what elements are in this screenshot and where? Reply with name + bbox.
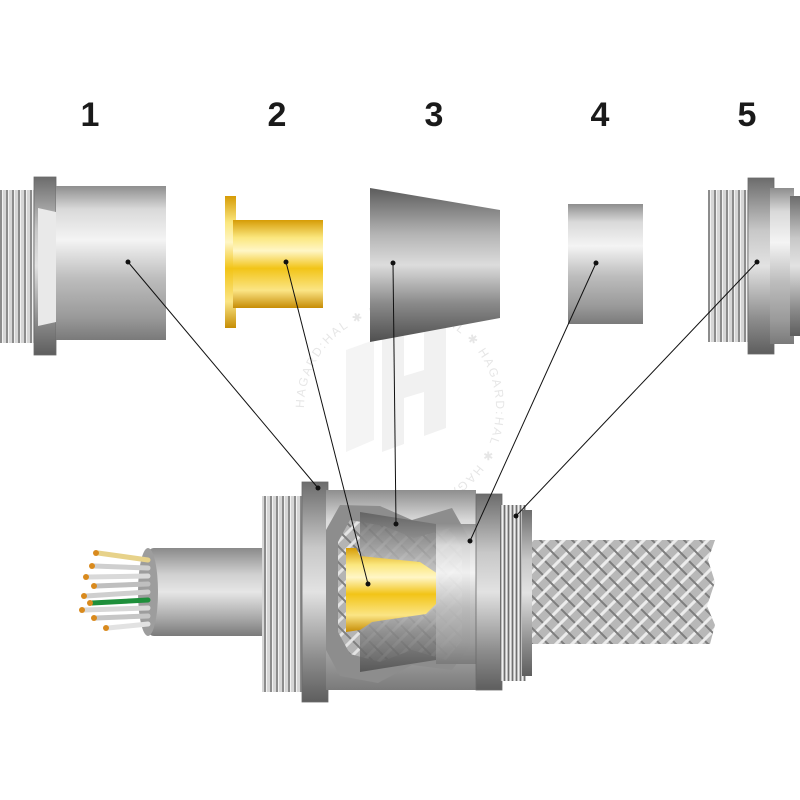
part-number-5: 5: [737, 96, 757, 134]
assembled-entry-thread: [262, 481, 329, 703]
assembled-sleeve: [436, 524, 476, 664]
leader-line-5: [515, 261, 758, 517]
part-number-4: 4: [590, 96, 610, 134]
leader-line-4: [469, 262, 597, 542]
part-3-tapered-seal: [370, 188, 500, 342]
leader-line-1: [127, 261, 319, 489]
leader-line-2: [285, 261, 369, 585]
part-number-3: 3: [424, 96, 444, 134]
leader-lines: [127, 261, 758, 585]
part-number-2: 2: [267, 96, 287, 134]
assembled-cap-nut: [475, 493, 532, 691]
part-number-1: 1: [80, 96, 100, 134]
part-1-entry-body: [0, 176, 166, 356]
leader-line-3: [392, 262, 397, 525]
assembled-cable-gland: [79, 481, 760, 703]
cable-with-cores: [79, 548, 278, 636]
assembled-brass-cone: [346, 548, 440, 632]
part-4-sleeve: [568, 204, 643, 324]
part-5-cap-nut: [708, 177, 800, 355]
part-2-brass-cone: [225, 196, 323, 328]
